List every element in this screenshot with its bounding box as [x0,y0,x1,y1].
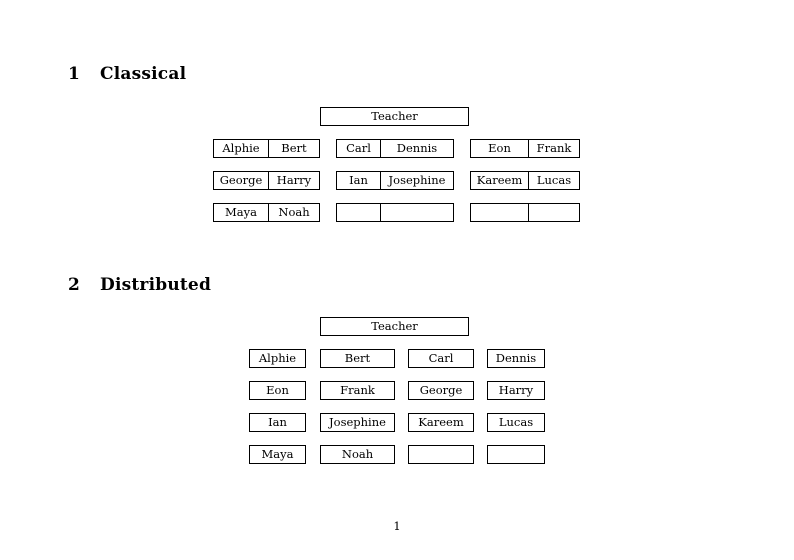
student-pair-box-empty [336,203,454,222]
student-cell: Bert [268,140,319,157]
student-cell: Noah [268,204,319,221]
student-box: Eon [249,381,306,400]
student-pair-box: Alphie Bert [213,139,320,158]
teacher-node-distributed: Teacher [320,317,469,336]
student-cell-empty [471,204,528,221]
student-box-empty [408,445,474,464]
student-pair-box: Kareem Lucas [470,171,580,190]
student-box-empty [487,445,545,464]
student-pair-box-empty [470,203,580,222]
student-box: Harry [487,381,545,400]
student-cell: Lucas [528,172,579,189]
student-pair-box: George Harry [213,171,320,190]
student-cell: Maya [225,205,257,219]
section-title: Classical [100,64,187,84]
section-heading-distributed: 2 Distributed [68,275,211,295]
student-box: Alphie [249,349,306,368]
student-pair-box: Ian Josephine [336,171,454,190]
student-box: Frank [320,381,395,400]
student-cell: Harry [268,172,319,189]
section-heading-classical: 1 Classical [68,64,186,84]
teacher-node-classical: Teacher [320,107,469,126]
student-box: Maya [249,445,306,464]
student-cell: George [219,173,263,187]
student-pair-box: Maya Noah [213,203,320,222]
student-cell-empty [528,204,579,221]
student-box: George [408,381,474,400]
student-cell: Alphie [222,141,260,155]
student-cell-empty [380,204,453,221]
section-title: Distributed [100,275,212,295]
student-cell: Dennis [380,140,453,157]
student-box: Kareem [408,413,474,432]
student-cell: Josephine [380,172,453,189]
student-cell: Kareem [476,173,523,187]
student-box: Bert [320,349,395,368]
student-box: Noah [320,445,395,464]
student-box: Dennis [487,349,545,368]
student-box: Josephine [320,413,395,432]
section-number: 1 [68,64,81,84]
student-cell: Frank [528,140,579,157]
student-cell: Carl [346,141,371,155]
student-cell-empty [337,204,380,221]
page-number: 1 [393,519,401,533]
student-pair-box: Eon Frank [470,139,580,158]
student-pair-box: Carl Dennis [336,139,454,158]
student-cell: Eon [488,141,511,155]
student-cell: Ian [349,173,368,187]
student-box: Ian [249,413,306,432]
section-number: 2 [68,275,81,295]
student-box: Lucas [487,413,545,432]
student-box: Carl [408,349,474,368]
